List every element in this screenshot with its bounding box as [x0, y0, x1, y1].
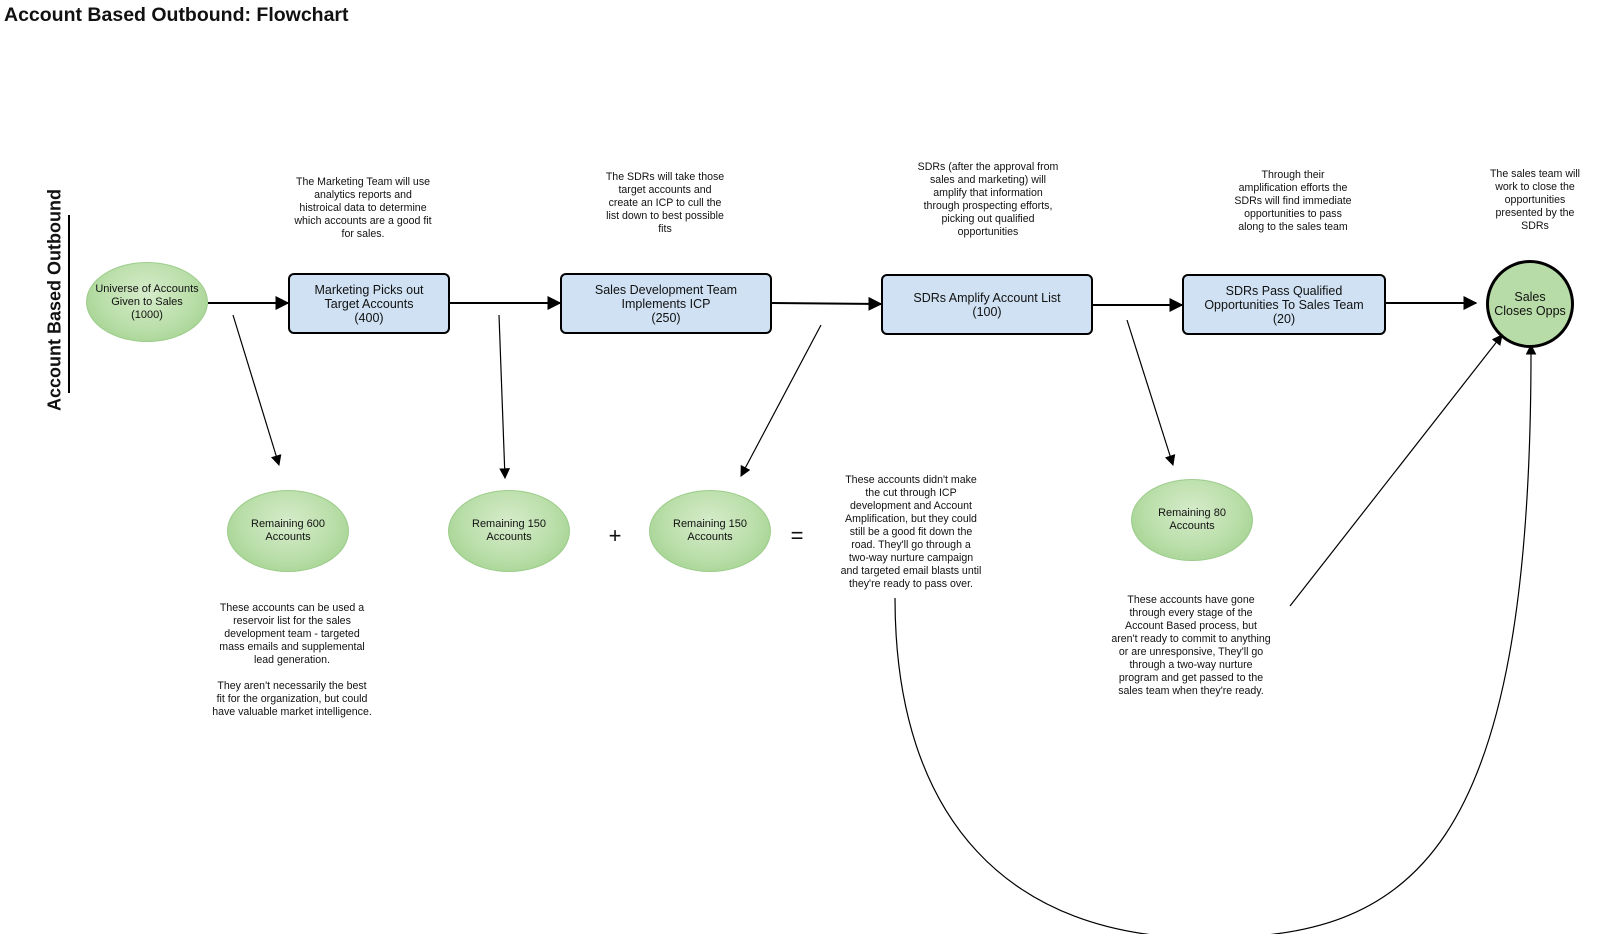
sdrs-pass-node: SDRs Pass Qualified Opportunities To Sal… — [1182, 274, 1386, 335]
arrow-to-remaining80 — [1126, 319, 1176, 467]
note-nurture-icp: These accounts didn't make the cut throu… — [840, 474, 982, 590]
arrow-nurture-final-to-closes — [1289, 334, 1503, 607]
swimlane-divider — [68, 215, 70, 393]
note-reservoir: These accounts can be used a reservoir l… — [212, 602, 372, 718]
universe-of-accounts-node: Universe of Accounts Given to Sales (100… — [86, 262, 208, 342]
marketing-picks-node: Marketing Picks out Target Accounts (400… — [288, 273, 450, 334]
sales-closes-opps-node: Sales Closes Opps — [1486, 260, 1574, 348]
arrow-to-remaining150b — [740, 324, 822, 477]
arrow-sdt-to-amplify — [771, 296, 883, 311]
sales-development-team-node: Sales Development Team Implements ICP (2… — [560, 273, 772, 334]
note-marketing: The Marketing Team will use analytics re… — [294, 176, 432, 240]
equals-operator: = — [790, 523, 804, 548]
sdrs-amplify-node: SDRs Amplify Account List (100) — [881, 274, 1093, 335]
remaining-150-amplify-node: Remaining 150 Accounts — [649, 490, 771, 572]
note-nurture-final: These accounts have gone through every s… — [1111, 594, 1271, 697]
remaining-600-node: Remaining 600 Accounts — [227, 490, 349, 572]
arrow-to-remaining150a — [498, 314, 511, 480]
note-sdrs-amplify: SDRs (after the approval from sales and … — [917, 161, 1059, 238]
note-sales-development: The SDRs will take those target accounts… — [605, 171, 725, 235]
remaining-80-node: Remaining 80 Accounts — [1131, 479, 1253, 561]
plus-operator: + — [608, 523, 622, 548]
arrow-nurture-icp-to-closes — [894, 343, 1537, 934]
note-sdrs-pass: Through their amplification efforts the … — [1234, 169, 1352, 233]
remaining-150-icp-node: Remaining 150 Accounts — [448, 490, 570, 572]
note-sales-closes: The sales team will work to close the op… — [1489, 168, 1581, 232]
arrow-to-remaining600 — [232, 314, 282, 467]
page-title: Account Based Outbound: Flowchart — [4, 4, 349, 26]
